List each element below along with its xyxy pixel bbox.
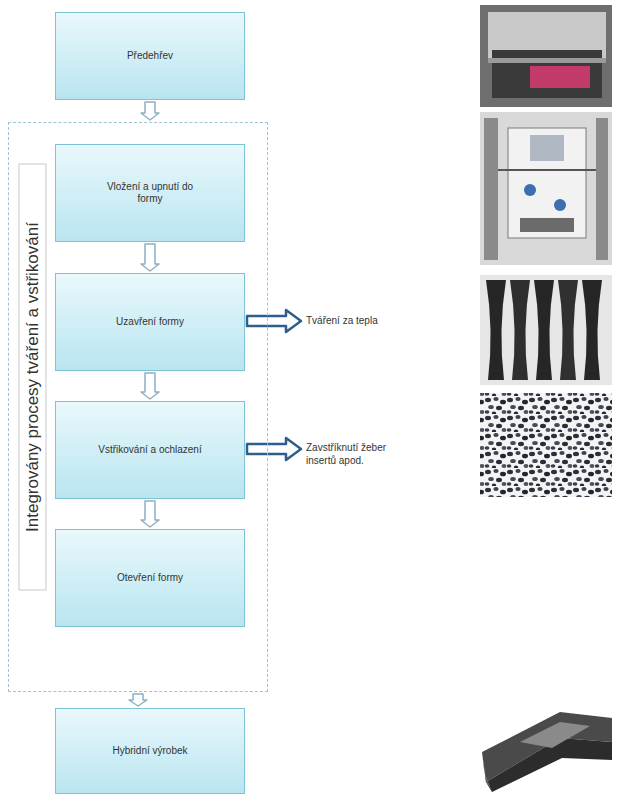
machine-photo [480, 112, 612, 265]
process-box: Uzavření formy [55, 273, 245, 371]
side-arrow [247, 310, 301, 332]
annotation-text: Zavstříknutí žeber insertů apod. [306, 441, 418, 467]
flow-arrow [141, 102, 159, 120]
side-arrow [247, 438, 301, 460]
box-text: Vložení a upnutí do formy [94, 181, 206, 206]
process-box: Otevření formy [55, 529, 245, 627]
process-box: Hybridní výrobek [55, 708, 245, 794]
flow-arrow [141, 244, 159, 271]
process-group: Integrovány procesy tváření a vstřikován… [8, 122, 268, 692]
box-text: Vstřikování a ochlazení [98, 444, 201, 457]
box-text: Uzavření formy [116, 316, 184, 329]
flow-arrow [141, 501, 159, 527]
box-text: Otevření formy [117, 572, 183, 585]
process-box: Vložení a upnutí do formy [55, 144, 245, 242]
box-text: Hybridní výrobek [112, 745, 187, 758]
strips-photo [480, 275, 612, 385]
group-heading: Integrovány procesy tváření a vstřikován… [18, 164, 46, 591]
flow-arrow [129, 694, 147, 706]
annotation-text: Tváření za tepla [306, 314, 456, 327]
oven-photo [480, 5, 612, 107]
granulate-photo [480, 393, 612, 497]
box-text: Předehřev [127, 50, 173, 63]
flow-arrow [141, 373, 159, 399]
process-box: Předehřev [55, 12, 245, 100]
product-render [482, 712, 612, 792]
process-box: Vstřikování a ochlazení [55, 401, 245, 499]
